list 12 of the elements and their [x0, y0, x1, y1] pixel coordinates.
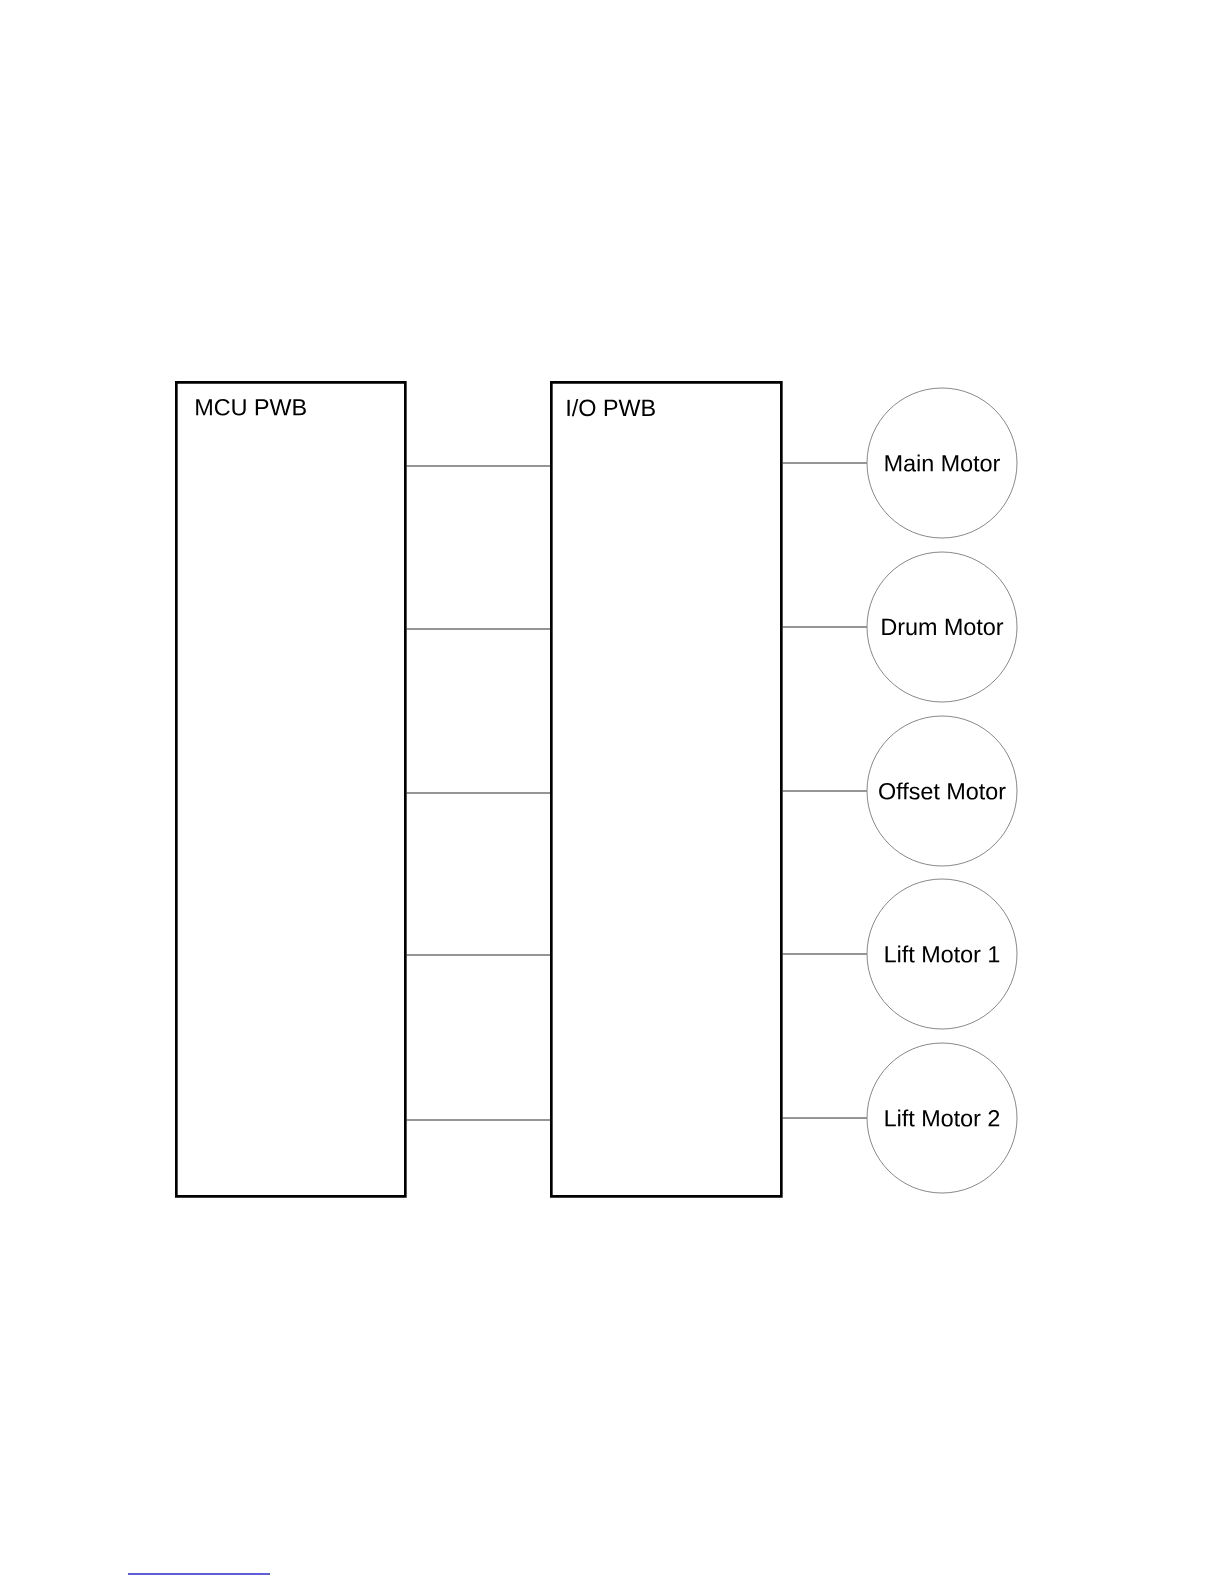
connector-line — [406, 465, 551, 467]
board-box: I/O PWB — [550, 381, 783, 1198]
connector-line — [406, 954, 551, 956]
connector-line — [406, 792, 551, 794]
connector-line — [782, 626, 868, 628]
connector-line — [406, 628, 551, 630]
connector-line — [406, 1119, 551, 1121]
connector-line — [782, 790, 868, 792]
connector-line — [782, 953, 868, 955]
connector-line — [782, 1117, 868, 1119]
connector-line — [782, 462, 868, 464]
board-box: MCU PWB — [175, 381, 407, 1198]
